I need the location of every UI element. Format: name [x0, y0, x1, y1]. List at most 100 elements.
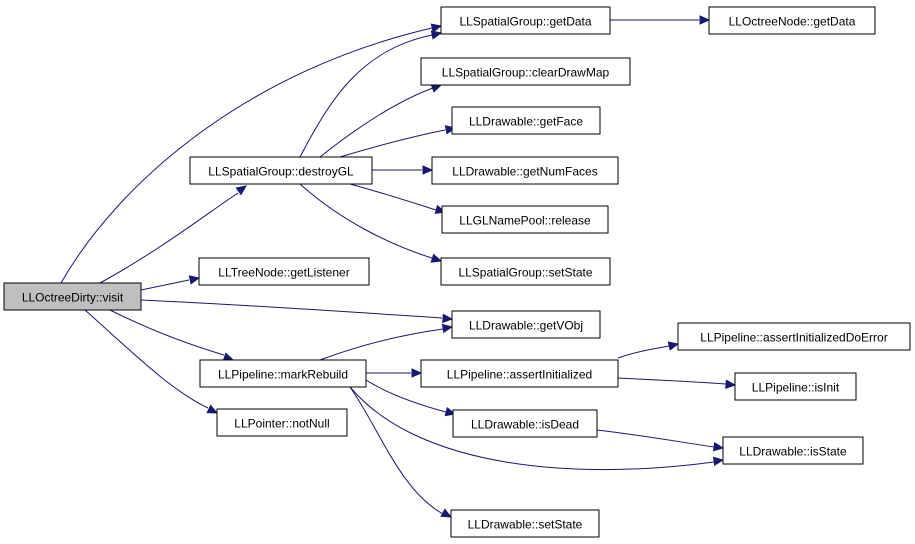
edge-destroyGL-to-release — [349, 183, 447, 215]
arrowhead-icon — [422, 165, 434, 175]
node-label: LLSpatialGroup::setState — [458, 266, 592, 280]
node-getVObj[interactable]: LLDrawable::getVObj — [451, 310, 601, 339]
edge-visit-to-getData_sg — [60, 23, 443, 284]
node-box — [677, 322, 911, 351]
node-box — [431, 156, 619, 185]
edge-line — [617, 377, 727, 385]
edge-visit-to-destroyGL — [99, 185, 248, 284]
node-label: LLSpatialGroup::clearDrawMap — [442, 66, 610, 80]
node-label: LLDrawable::isState — [739, 445, 847, 459]
node-label: LLPointer::notNull — [234, 417, 329, 431]
node-box — [3, 282, 142, 311]
edge-destroyGL-to-setState_sg — [299, 183, 443, 263]
edge-line — [349, 386, 444, 515]
edge-visit-to-getVObj — [140, 299, 454, 324]
node-getListener[interactable]: LLTreeNode::getListener — [198, 257, 370, 286]
edge-isDead-to-isState — [596, 429, 725, 452]
arrowhead-icon — [712, 441, 725, 452]
node-getNumFaces[interactable]: LLDrawable::getNumFaces — [431, 156, 619, 185]
edge-markRebuild-to-getVObj — [319, 323, 454, 361]
edge-line — [299, 183, 433, 259]
edge-line — [319, 87, 434, 158]
node-notNull[interactable]: LLPointer::notNull — [216, 408, 348, 437]
node-assertInitDoErr[interactable]: LLPipeline::assertInitializedDoError — [677, 322, 911, 351]
arrowhead-icon — [441, 323, 454, 334]
node-label: LLDrawable::setState — [468, 518, 583, 532]
node-box — [450, 509, 600, 538]
node-setState_sg[interactable]: LLSpatialGroup::setState — [440, 257, 611, 286]
edge-line — [349, 183, 437, 211]
node-visit[interactable]: LLOctreeDirty::visit — [3, 282, 142, 311]
node-getData_sg[interactable]: LLSpatialGroup::getData — [440, 6, 611, 35]
node-label: LLPipeline::markRebuild — [218, 368, 348, 382]
edge-getData_sg-to-getData_on — [610, 15, 711, 25]
node-label: LLTreeNode::getListener — [218, 266, 349, 280]
arrowhead-icon — [411, 368, 423, 378]
node-box — [198, 257, 370, 286]
node-box — [420, 57, 631, 86]
node-destroyGL[interactable]: LLSpatialGroup::destroyGL — [189, 156, 373, 185]
arrowhead-icon — [430, 23, 443, 33]
node-label: LLDrawable::getVObj — [469, 319, 583, 333]
node-label: LLDrawable::getFace — [469, 115, 583, 129]
node-release[interactable]: LLGLNamePool::release — [441, 205, 609, 234]
edge-visit-to-markRebuild — [109, 309, 235, 362]
node-box — [189, 156, 373, 185]
edge-line — [60, 27, 433, 284]
edge-visit-to-getListener — [140, 275, 201, 291]
node-isDead[interactable]: LLDrawable::isDead — [452, 409, 598, 438]
node-assertInit[interactable]: LLPipeline::assertInitialized — [420, 359, 619, 388]
node-label: LLOctreeNode::getData — [729, 15, 856, 29]
arrowhead-icon — [206, 404, 219, 414]
edge-destroyGL-to-getNumFaces — [372, 165, 434, 175]
edge-markRebuild-to-setState_d — [349, 386, 453, 518]
arrowhead-icon — [712, 456, 725, 467]
edge-assertInit-to-assertInitDoErr — [617, 341, 680, 359]
edge-markRebuild-to-isState — [349, 386, 725, 471]
edge-line — [99, 192, 239, 284]
node-box — [452, 409, 598, 438]
edge-line — [84, 309, 209, 409]
node-label: LLPipeline::assertInitialized — [447, 368, 592, 382]
edge-destroyGL-to-getData_sg — [299, 30, 443, 158]
arrowhead-icon — [188, 275, 201, 285]
arrowhead-icon — [699, 15, 711, 25]
node-isState[interactable]: LLDrawable::isState — [722, 436, 864, 465]
node-box — [451, 310, 601, 339]
node-getData_on[interactable]: LLOctreeNode::getData — [708, 6, 876, 35]
edge-line — [299, 34, 433, 158]
node-box — [734, 372, 857, 401]
node-setState_d[interactable]: LLDrawable::setState — [450, 509, 600, 538]
arrowhead-icon — [430, 253, 443, 263]
node-getFace[interactable]: LLDrawable::getFace — [451, 106, 601, 135]
edge-assertInit-to-isInit — [617, 377, 737, 389]
arrowhead-icon — [725, 379, 737, 389]
node-box — [420, 359, 619, 388]
node-markRebuild[interactable]: LLPipeline::markRebuild — [199, 359, 367, 388]
edge-line — [140, 299, 443, 319]
edge-line — [339, 129, 446, 158]
node-isInit[interactable]: LLPipeline::isInit — [734, 372, 857, 401]
node-box — [451, 106, 601, 135]
node-label: LLSpatialGroup::destroyGL — [208, 165, 354, 179]
edge-line — [365, 379, 447, 413]
edges-layer — [60, 15, 737, 518]
node-label: LLDrawable::getNumFaces — [452, 165, 597, 179]
node-label: LLGLNamePool::release — [459, 214, 591, 228]
arrowhead-icon — [235, 185, 248, 196]
edge-markRebuild-to-assertInit — [366, 368, 423, 378]
edge-visit-to-notNull — [84, 309, 219, 414]
edge-line — [349, 386, 715, 471]
node-clearDrawMap[interactable]: LLSpatialGroup::clearDrawMap — [420, 57, 631, 86]
node-box — [440, 257, 611, 286]
edge-line — [617, 345, 670, 359]
arrowhead-icon — [667, 341, 680, 351]
node-box — [722, 436, 864, 465]
edge-destroyGL-to-getFace — [339, 125, 457, 158]
node-label: LLPipeline::assertInitializedDoError — [700, 331, 887, 345]
node-label: LLDrawable::isDead — [471, 418, 579, 432]
node-box — [441, 205, 609, 234]
node-label: LLPipeline::isInit — [752, 381, 840, 395]
arrowhead-icon — [430, 30, 443, 40]
